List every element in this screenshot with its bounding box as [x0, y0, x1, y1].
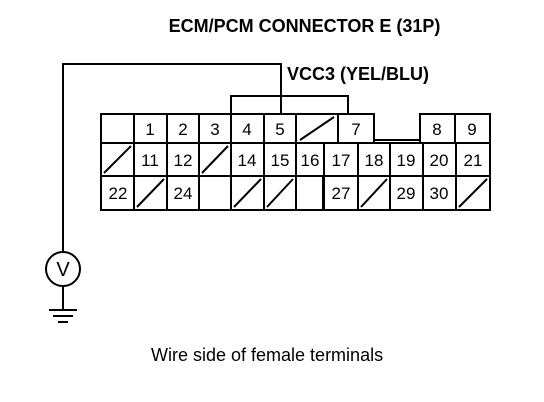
pin-16: 16 — [301, 151, 320, 170]
wire-label: VCC3 (YEL/BLU) — [287, 64, 430, 84]
pin-15: 15 — [271, 151, 290, 170]
pin-3: 3 — [210, 120, 219, 139]
pin-21: 21 — [464, 151, 483, 170]
caption: Wire side of female terminals — [151, 345, 384, 365]
pin-2: 2 — [178, 120, 187, 139]
pin-27: 27 — [332, 184, 351, 203]
pin-14: 14 — [238, 151, 257, 170]
pin-20: 20 — [430, 151, 449, 170]
pin-30: 30 — [430, 184, 449, 203]
voltmeter-symbol: V — [56, 259, 70, 281]
pin-8: 8 — [432, 120, 441, 139]
pin-24: 24 — [174, 184, 193, 203]
pin-9: 9 — [467, 120, 476, 139]
pin-19: 19 — [397, 151, 416, 170]
pin-5: 5 — [275, 120, 284, 139]
pin-7: 7 — [351, 120, 360, 139]
pin-11: 11 — [141, 151, 159, 170]
pin-1: 1 — [145, 120, 154, 139]
connector-lock — [230, 95, 349, 114]
pin-17: 17 — [332, 151, 351, 170]
row-3-cells — [100, 175, 491, 211]
probe-lead — [62, 63, 282, 252]
pin-labels: 1 2 3 4 5 7 8 9 11 12 14 15 16 17 18 19 … — [109, 120, 483, 203]
pin-18: 18 — [365, 151, 384, 170]
diagram-title: ECM/PCM CONNECTOR E (31P) — [168, 16, 441, 36]
pin-29: 29 — [397, 184, 416, 203]
ground-symbol — [49, 286, 77, 323]
pin-12: 12 — [174, 151, 193, 170]
pin-22: 22 — [109, 184, 128, 203]
row-2-cells — [100, 142, 491, 177]
pin-4: 4 — [242, 120, 251, 139]
